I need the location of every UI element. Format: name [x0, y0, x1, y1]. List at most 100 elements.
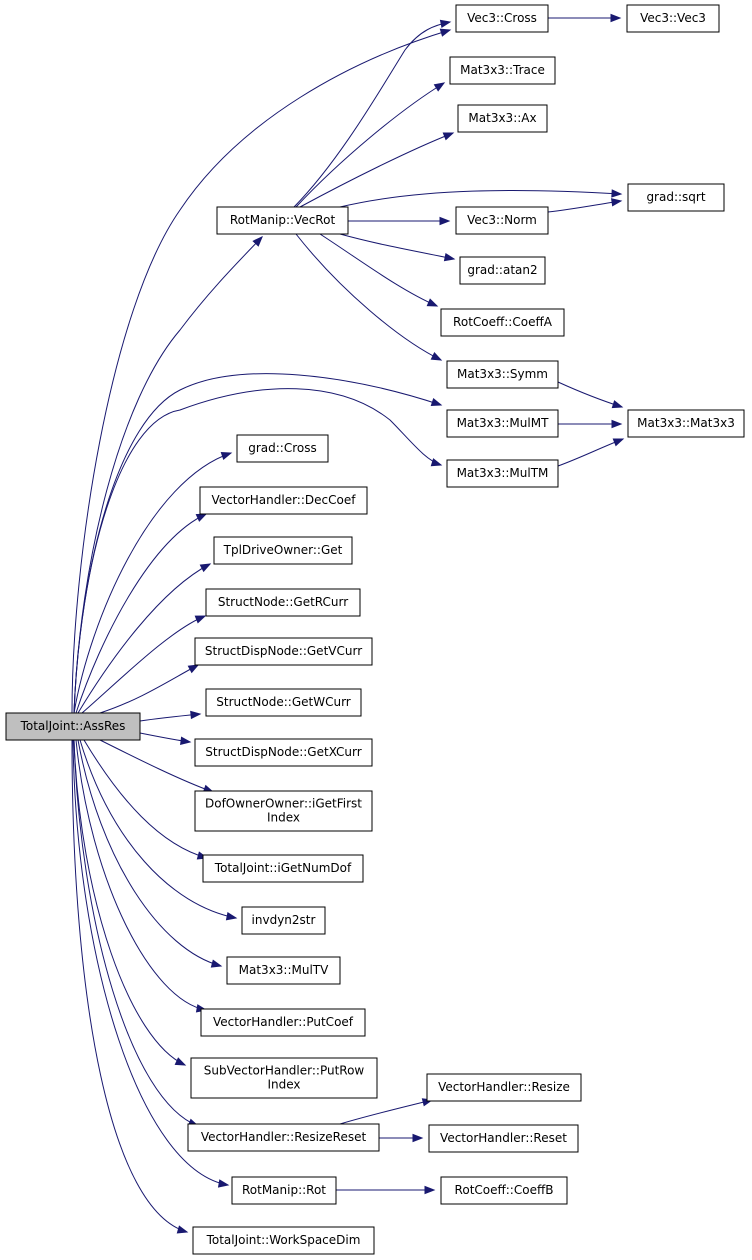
node-symm[interactable]: Mat3x3::Symm — [446, 360, 559, 389]
node-box — [449, 56, 556, 85]
edge-line — [547, 200, 622, 213]
arrow-head — [610, 198, 623, 207]
node-mat3x3[interactable]: Mat3x3::Mat3x3 — [627, 409, 745, 438]
arrow-head — [443, 252, 456, 262]
edge-root-to-igetnumdof — [83, 739, 209, 860]
node-get[interactable]: TplDriveOwner::Get — [213, 536, 353, 565]
node-label: Mat3x3::MulTM — [457, 466, 549, 480]
node-label: Mat3x3::MulMT — [457, 416, 550, 430]
edge-root-to-multv — [77, 739, 223, 968]
node-box — [241, 906, 326, 935]
node-box — [187, 1123, 380, 1152]
arrow-head — [433, 82, 446, 92]
node-label: Mat3x3::Ax — [468, 111, 536, 125]
node-label: invdyn2str — [252, 913, 316, 927]
edge-root-to-workspace — [71, 739, 189, 1234]
node-multv[interactable]: Mat3x3::MulTV — [226, 956, 341, 985]
node-putcoef[interactable]: VectorHandler::PutCoef — [200, 1008, 366, 1037]
node-label: Mat3x3::Trace — [460, 63, 545, 77]
node-label: VectorHandler::Reset — [440, 1131, 567, 1145]
node-cross[interactable]: Vec3::Cross — [455, 4, 549, 33]
node-label: Vec3::Vec3 — [640, 11, 706, 25]
node-norm[interactable]: Vec3::Norm — [455, 206, 549, 235]
node-multm[interactable]: Mat3x3::MulTM — [446, 459, 559, 488]
node-vec3[interactable]: Vec3::Vec3 — [626, 4, 720, 33]
arrow-head — [252, 236, 263, 247]
node-label: grad::atan2 — [467, 263, 537, 277]
node-box — [192, 1226, 375, 1255]
arrow-head — [612, 438, 625, 447]
node-box — [455, 206, 549, 235]
node-box — [459, 256, 546, 285]
edge-vecrot-to-sqrt — [339, 189, 623, 208]
node-box — [194, 637, 373, 666]
node-sqrt[interactable]: grad::sqrt — [627, 183, 725, 212]
node-deccoef[interactable]: VectorHandler::DecCoef — [199, 486, 368, 515]
node-label: grad::Cross — [248, 441, 317, 455]
edge-line — [71, 29, 451, 714]
node-atan2[interactable]: grad::atan2 — [459, 256, 546, 285]
arrow-head — [190, 710, 202, 720]
edge-mulmt-to-mat3x3 — [558, 419, 623, 429]
node-label: VectorHandler::Resize — [438, 1080, 570, 1094]
node-getwcurr[interactable]: StructNode::GetWCurr — [205, 688, 362, 717]
node-label: RotCoeff::CoeffB — [455, 1183, 554, 1197]
node-box — [205, 588, 361, 617]
node-getxcurr[interactable]: StructDispNode::GetXCurr — [194, 738, 373, 767]
node-resizereset[interactable]: VectorHandler::ResizeReset — [187, 1123, 380, 1152]
node-coeffb[interactable]: RotCoeff::CoeffB — [440, 1176, 568, 1205]
node-box — [446, 459, 559, 488]
arrow-head — [176, 1225, 189, 1234]
node-label: VectorHandler::PutCoef — [213, 1015, 354, 1029]
node-vecrot[interactable]: RotManip::VecRot — [216, 206, 349, 235]
arrow-head — [611, 189, 623, 198]
node-getrcurr[interactable]: StructNode::GetRCurr — [205, 588, 361, 617]
edge-line — [99, 739, 214, 793]
node-getvcurr[interactable]: StructDispNode::GetVCurr — [194, 637, 373, 666]
node-resize[interactable]: VectorHandler::Resize — [426, 1073, 582, 1102]
node-workspace[interactable]: TotalJoint::WorkSpaceDim — [192, 1226, 375, 1255]
node-rot[interactable]: RotManip::Rot — [231, 1176, 337, 1205]
node-mulmt[interactable]: Mat3x3::MulMT — [446, 409, 559, 438]
arrow-head — [439, 28, 452, 37]
edge-line — [72, 739, 229, 1186]
node-reset[interactable]: VectorHandler::Reset — [428, 1124, 579, 1153]
edge-root-to-cross — [71, 28, 452, 714]
edge-vecrot-to-ax — [299, 132, 455, 208]
node-label: StructNode::GetRCurr — [218, 595, 348, 609]
arrow-head — [439, 19, 452, 29]
edge-root-to-putcoef — [75, 739, 208, 1013]
arrow-head — [430, 398, 443, 407]
node-invdyn[interactable]: invdyn2str — [241, 906, 326, 935]
node-root[interactable]: TotalJoint::AssRes — [5, 712, 141, 741]
node-trace[interactable]: Mat3x3::Trace — [449, 56, 556, 85]
node-box — [627, 409, 745, 438]
node-ax[interactable]: Mat3x3::Ax — [457, 104, 548, 133]
edge-rot-to-coeffb — [336, 1185, 436, 1195]
edge-line — [339, 1099, 433, 1125]
node-gradcross[interactable]: grad::Cross — [236, 434, 329, 463]
node-label: Index — [267, 1078, 300, 1092]
node-coeffa[interactable]: RotCoeff::CoeffA — [440, 308, 565, 337]
edge-vecrot-to-norm — [348, 216, 451, 226]
node-label: grad::sqrt — [646, 190, 705, 204]
edge-line — [73, 739, 186, 1066]
node-label: RotManip::Rot — [242, 1183, 326, 1197]
edge-line — [295, 233, 442, 361]
node-label: TotalJoint::iGetNumDof — [214, 861, 352, 875]
edge-line — [339, 233, 455, 260]
edges-layer — [71, 13, 625, 1234]
node-label: StructNode::GetWCurr — [216, 695, 351, 709]
edge-root-to-deccoef — [75, 513, 208, 714]
node-box — [194, 738, 373, 767]
edge-line — [75, 739, 207, 1011]
node-label: Index — [267, 811, 300, 825]
edge-root-to-multm — [73, 388, 443, 714]
edge-line — [77, 739, 222, 967]
edge-vecrot-to-trace — [295, 82, 446, 208]
node-igetnumdof[interactable]: TotalJoint::iGetNumDof — [202, 854, 364, 883]
edge-root-to-resizereset — [73, 739, 200, 1127]
node-box — [205, 688, 362, 717]
